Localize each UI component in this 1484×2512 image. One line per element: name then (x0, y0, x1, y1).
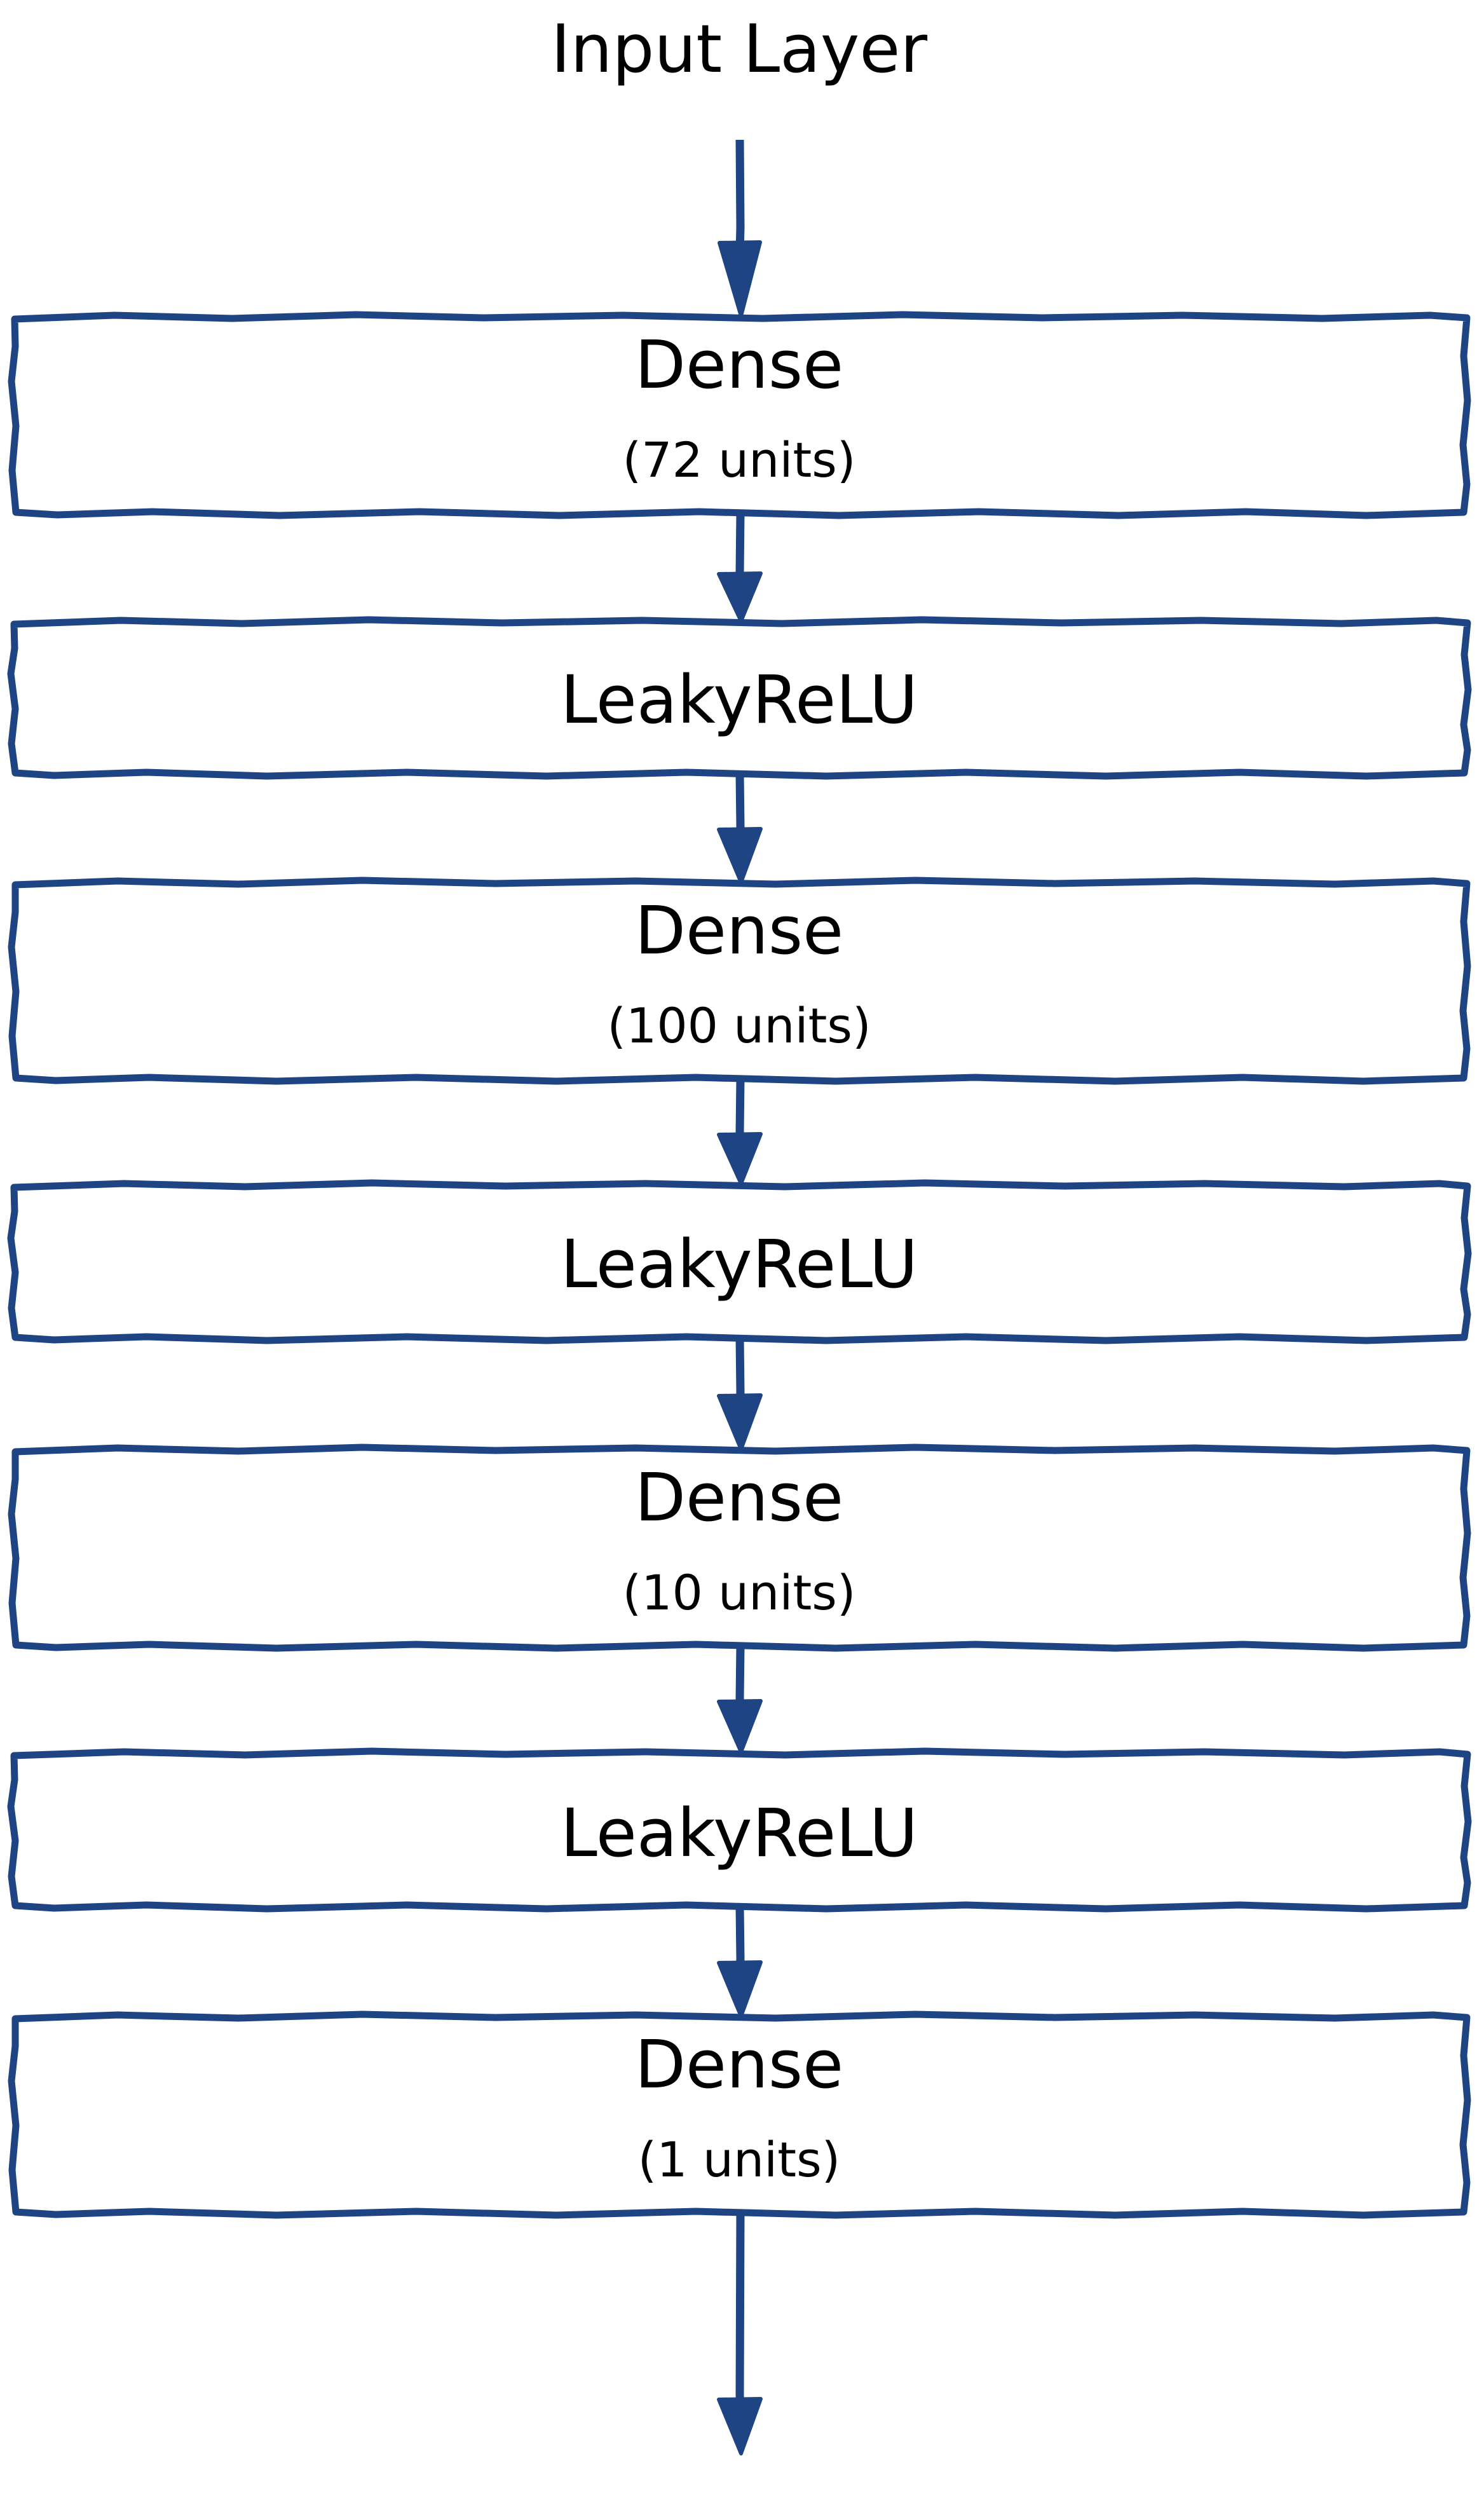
down-arrow-head-icon (718, 240, 762, 318)
node-box-outline (7, 1747, 1472, 1913)
node-box-outline (8, 2010, 1471, 2219)
down-arrow-head-icon (717, 1699, 763, 1754)
node-box-outline (8, 311, 1471, 519)
down-arrow-head-icon (717, 1960, 763, 2018)
connector-arrow-5 (717, 1646, 763, 1754)
node-subtitle: (1 units) (638, 2131, 841, 2188)
node-title: Dense (635, 1459, 843, 1536)
node-title: Dense (635, 326, 843, 404)
node-box-outline (8, 1444, 1471, 1652)
layer-node-dense-2[interactable]: Dense (100 units) (8, 877, 1471, 1085)
down-arrow-head-icon (717, 1393, 763, 1451)
down-arrow-head-icon (717, 571, 763, 623)
node-subtitle: (72 units) (622, 432, 855, 488)
connector-arrow-4 (717, 1338, 763, 1451)
input-layer-label: Input Layer (551, 10, 928, 88)
node-box-outline (7, 616, 1472, 780)
node-title: Dense (635, 2026, 843, 2103)
connector-arrow-7 (717, 2213, 763, 2455)
connector-arrow-3 (717, 1079, 763, 1185)
layer-node-dense-1[interactable]: Dense (72 units) (8, 311, 1471, 519)
connector-arrow-2 (717, 774, 763, 884)
node-title: LeakyReLU (561, 1794, 918, 1872)
connector-arrow-0 (718, 139, 762, 318)
down-arrow-head-icon (717, 1132, 763, 1185)
node-title: LeakyReLU (561, 1225, 918, 1303)
node-subtitle: (100 units) (607, 997, 871, 1054)
node-box-outline (8, 877, 1471, 1085)
layer-node-leakyrelu-2[interactable]: LeakyReLU (7, 1179, 1472, 1344)
layer-node-leakyrelu-1[interactable]: LeakyReLU (7, 616, 1472, 780)
node-title: Dense (635, 892, 843, 969)
connector-arrow-1 (717, 513, 763, 623)
layer-node-dense-3[interactable]: Dense (10 units) (8, 1444, 1471, 1652)
node-title: LeakyReLU (561, 661, 918, 739)
down-arrow-head-icon (717, 827, 763, 884)
layer-node-dense-4[interactable]: Dense (1 units) (8, 2010, 1471, 2219)
down-arrow-head-icon (717, 2397, 763, 2455)
connector-arrow-6 (717, 1906, 763, 2018)
layer-node-leakyrelu-3[interactable]: LeakyReLU (7, 1747, 1472, 1913)
node-box-outline (7, 1179, 1472, 1344)
node-subtitle: (10 units) (622, 1564, 855, 1621)
